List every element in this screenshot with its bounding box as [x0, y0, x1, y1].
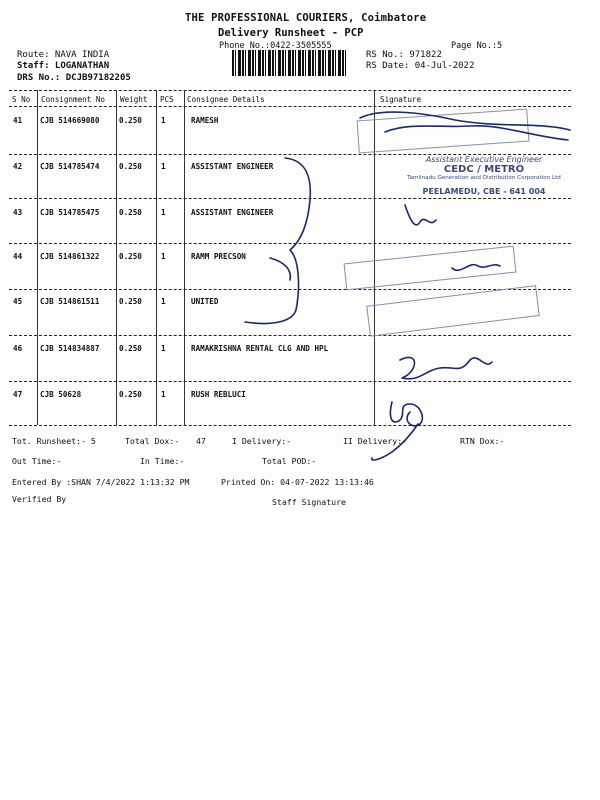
route: Route: NAVA INDIA [17, 50, 110, 60]
stamp-box [356, 108, 530, 154]
row-sno: 46 [13, 344, 23, 353]
second-delivery: II Delivery:- [343, 436, 408, 446]
in-time: In Time:- [140, 456, 185, 466]
col-weight: Weight [120, 95, 148, 104]
official-stamp: Assistant Executive Engineer CEDC / METR… [395, 155, 573, 196]
verified-by: Verified By [12, 494, 67, 504]
row-pcs: 1 [161, 297, 166, 306]
col-consignee: Consignee Details [187, 95, 265, 104]
bracket-mark [244, 157, 312, 325]
row-rule [9, 154, 571, 155]
row-weight: 0.250 [119, 116, 142, 125]
row-consignee: UNITED [191, 297, 219, 306]
document-title: Delivery Runsheet - PCP [218, 27, 364, 39]
total-dox-label: Total Dox:- [125, 436, 180, 446]
row-consignment: CJB 514785475 [40, 208, 100, 217]
row-pcs: 1 [161, 208, 166, 217]
row-pcs: 1 [161, 252, 166, 261]
row-consignment: CJB 50628 [40, 390, 82, 399]
row-consignee: ASSISTANT ENGINEER [191, 162, 274, 171]
total-dox-value: 47 [196, 436, 206, 446]
row-weight: 0.250 [119, 162, 142, 171]
stamp-line-org: Tamilnadu Generation and Distribution Co… [407, 175, 561, 181]
col-divider [116, 90, 117, 425]
company-name: THE PROFESSIONAL COURIERS, Coimbatore [185, 12, 427, 24]
row-consignment: CJB 514669080 [40, 116, 100, 125]
row-pcs: 1 [161, 390, 166, 399]
first-delivery: I Delivery:- [232, 436, 292, 446]
signature-scribble [389, 401, 424, 427]
row-rule [9, 198, 571, 199]
col-divider [374, 90, 375, 425]
drs-number: DRS No.: DCJB97182205 [17, 73, 131, 83]
row-sno: 42 [13, 162, 23, 171]
col-divider [156, 90, 157, 425]
entered-by: Entered By :SHAN 7/4/2022 1:13:32 PM [12, 477, 190, 487]
stamp-line-address: PEELAMEDU, CBE - 641 004 [422, 187, 546, 196]
row-sno: 45 [13, 297, 23, 306]
stamp-line-office: CEDC / METRO [443, 164, 525, 175]
stamp-box [366, 285, 540, 337]
row-consignment: CJB 514785474 [40, 162, 100, 171]
row-weight: 0.250 [119, 390, 142, 399]
printed-on: Printed On: 04-07-2022 13:13:46 [221, 477, 374, 487]
barcode [232, 50, 348, 76]
total-runsheet: Tot. Runsheet:- 5 [12, 436, 96, 446]
table-header-rule [9, 106, 571, 107]
row-consignee: RAMESH [191, 116, 219, 125]
stamp-box [343, 245, 517, 291]
row-rule [9, 289, 571, 290]
row-rule [9, 243, 571, 244]
row-weight: 0.250 [119, 297, 142, 306]
signature-scribble [370, 423, 419, 461]
bracket-mark [269, 257, 292, 281]
row-sno: 43 [13, 208, 23, 217]
row-consignee: RAMM PRECSON [191, 252, 246, 261]
row-consignment: CJB 514834887 [40, 344, 100, 353]
row-sno: 41 [13, 116, 23, 125]
stamp-line-designation: Assistant Executive Engineer [425, 155, 543, 164]
row-pcs: 1 [161, 344, 166, 353]
row-consignment: CJB 514861322 [40, 252, 100, 261]
signature-scribble [451, 263, 501, 272]
row-sno: 44 [13, 252, 23, 261]
row-weight: 0.250 [119, 252, 142, 261]
col-pcs: PCS [160, 95, 174, 104]
signature-scribble [404, 204, 437, 226]
rs-number: RS No.: 971822 [366, 50, 442, 60]
col-divider [37, 90, 38, 425]
total-pod: Total POD:- [262, 456, 317, 466]
staff-signature: Staff Signature [272, 497, 346, 507]
row-rule [9, 381, 571, 382]
row-rule [9, 335, 571, 336]
row-pcs: 1 [161, 162, 166, 171]
out-time: Out Time:- [12, 456, 62, 466]
rtn-dox: RTN Dox:- [460, 436, 505, 446]
page-number: Page No.:5 [451, 41, 503, 51]
phone-number: Phone No.:0422-3505555 [219, 41, 332, 51]
row-consignment: CJB 514861511 [40, 297, 100, 306]
col-sno: S No [12, 95, 31, 104]
row-weight: 0.250 [119, 208, 142, 217]
rs-date: RS Date: 04-Jul-2022 [366, 61, 475, 71]
col-signature: Signature [380, 95, 422, 104]
table-bottom-rule [9, 425, 571, 426]
staff-name: Staff: LOGANATHAN [17, 61, 110, 71]
signature-scribble [384, 124, 569, 141]
signature-scribble [359, 111, 571, 131]
row-pcs: 1 [161, 116, 166, 125]
row-consignee: RUSH REBLUCI [191, 390, 246, 399]
row-weight: 0.250 [119, 344, 142, 353]
row-consignee: RAMAKRISHNA RENTAL CLG AND HPL [191, 344, 329, 353]
row-sno: 47 [13, 390, 23, 399]
col-consignment: Consignment No [41, 95, 106, 104]
table-top-rule [9, 90, 571, 91]
row-consignee: ASSISTANT ENGINEER [191, 208, 274, 217]
signature-scribble [399, 356, 493, 380]
col-divider [184, 90, 185, 425]
